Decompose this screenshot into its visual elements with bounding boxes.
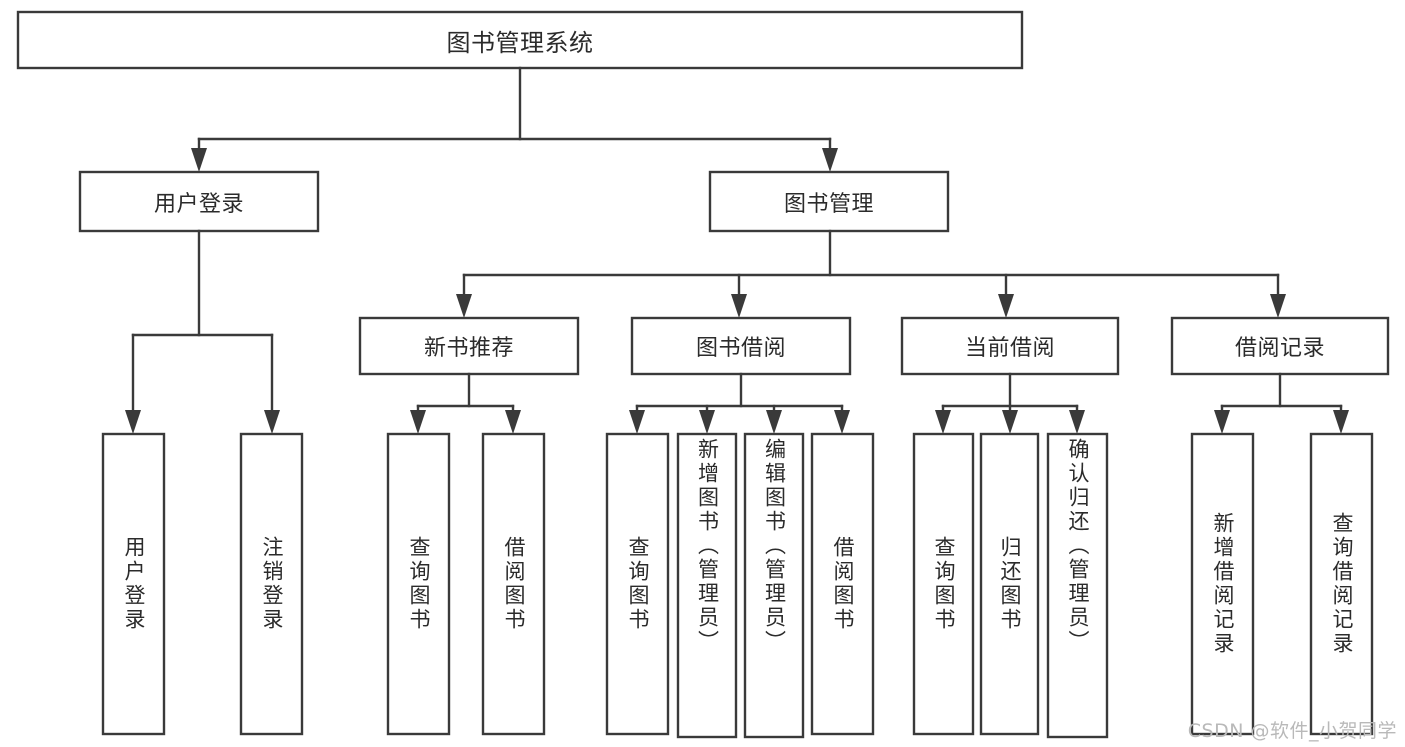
edge-root-to-level2 xyxy=(191,66,838,172)
node-box-leaf-borrow-book-2[interactable] xyxy=(810,432,875,736)
node-box-leaf-query-borrow-record[interactable] xyxy=(1309,432,1374,736)
node-box-leaf-confirm-return-admin[interactable] xyxy=(1046,432,1109,739)
node-box-leaf-edit-book-admin[interactable] xyxy=(743,432,805,739)
node-box-leaf-return-book[interactable] xyxy=(979,432,1040,736)
edge-current-borrow-to-leaves xyxy=(935,372,1085,434)
edge-user-login-to-leaves xyxy=(125,229,280,434)
edge-new-book-recommend-to-leaves xyxy=(410,372,521,434)
node-box-book-manage[interactable] xyxy=(708,170,950,233)
node-box-current-borrow[interactable] xyxy=(900,316,1120,376)
node-box-leaf-logout-login[interactable] xyxy=(239,432,304,736)
node-box-leaf-query-book-1[interactable] xyxy=(386,432,451,736)
node-box-leaf-query-book-2[interactable] xyxy=(605,432,670,736)
node-box-new-book-recommend[interactable] xyxy=(358,316,580,376)
node-box-leaf-add-borrow-record[interactable] xyxy=(1190,432,1255,736)
edge-book-borrow-to-leaves xyxy=(629,372,850,434)
edge-book-manage-to-level3 xyxy=(456,229,1286,318)
node-box-leaf-add-book-admin[interactable] xyxy=(676,432,738,739)
node-box-book-borrow[interactable] xyxy=(630,316,852,376)
node-box-leaf-borrow-book-1[interactable] xyxy=(481,432,546,736)
node-box-leaf-query-book-3[interactable] xyxy=(912,432,975,736)
node-box-user-login[interactable] xyxy=(78,170,320,233)
edge-borrow-record-to-leaves xyxy=(1214,372,1349,434)
watermark-text: CSDN @软件_小贺同学 xyxy=(1187,720,1397,742)
node-box-leaf-user-login[interactable] xyxy=(101,432,166,736)
node-box-root[interactable] xyxy=(16,10,1024,70)
node-box-borrow-record[interactable] xyxy=(1170,316,1390,376)
